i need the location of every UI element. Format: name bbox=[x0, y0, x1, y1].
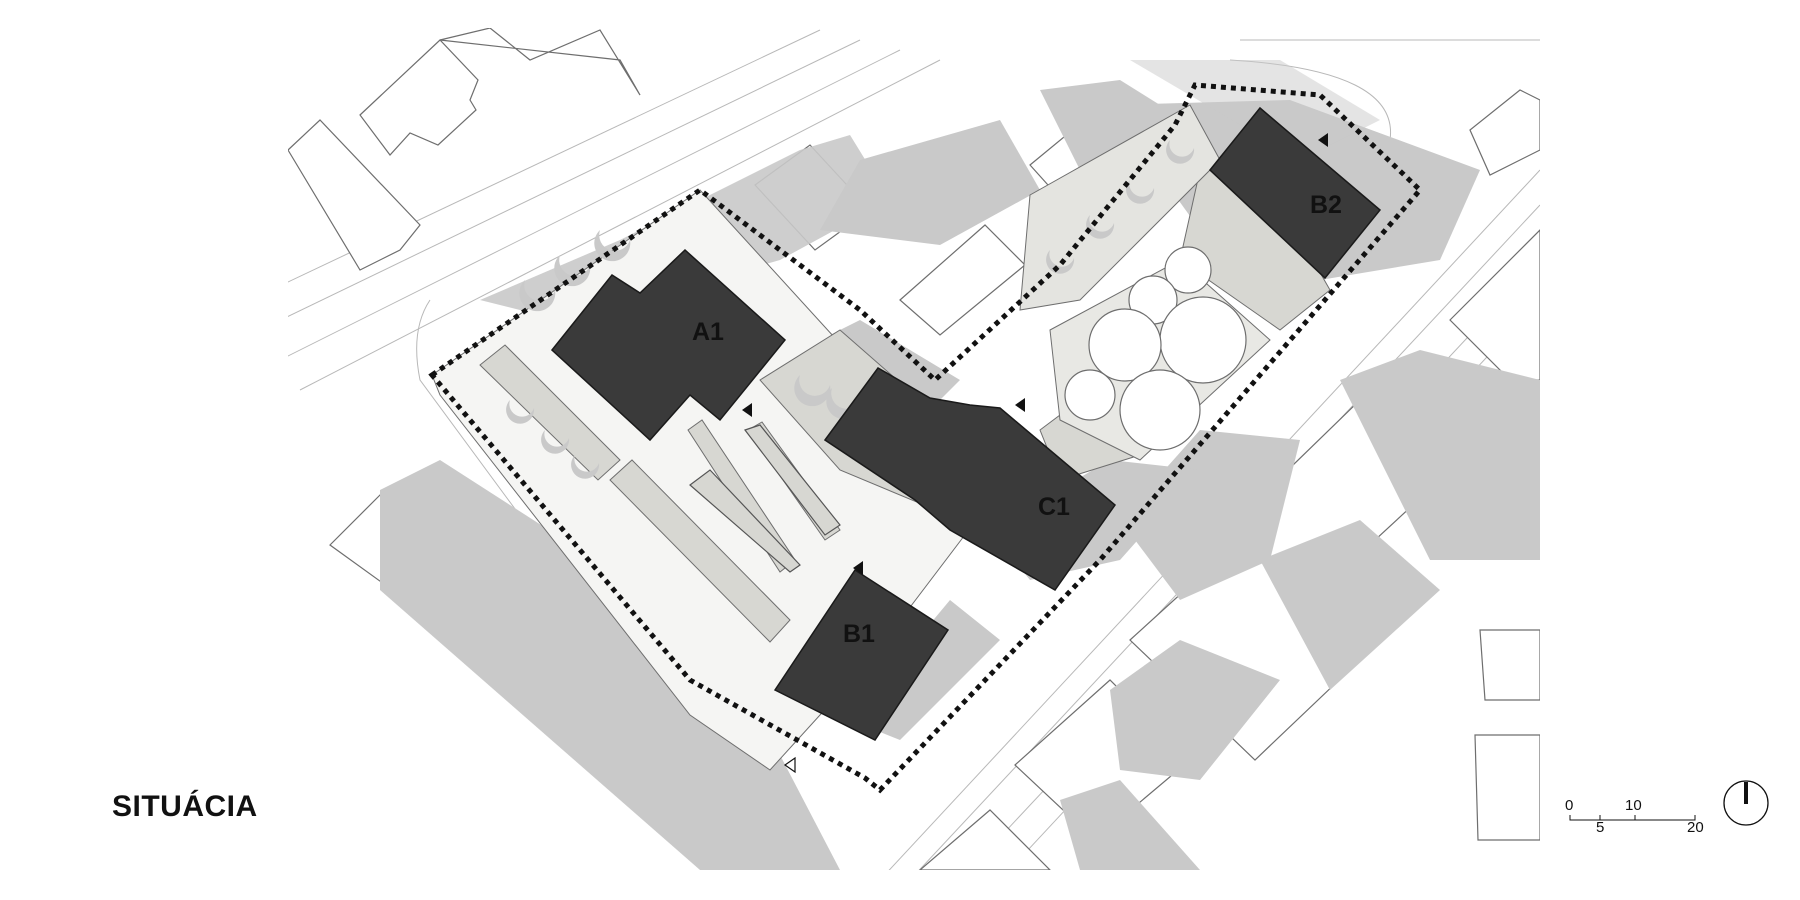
plaza-triangles bbox=[689, 424, 841, 573]
building-B1 bbox=[773, 568, 950, 741]
scale-tick-0: 0 bbox=[1565, 797, 1573, 814]
entrance-arrow-icon bbox=[742, 133, 1328, 774]
building-B2 bbox=[1208, 106, 1382, 280]
courtyard-circles bbox=[1064, 246, 1247, 451]
building-labels: A1 B1 B2 C1 bbox=[692, 191, 1342, 648]
building-C1 bbox=[823, 367, 1117, 591]
building-A1 bbox=[550, 248, 787, 442]
scale-tick-20: 20 bbox=[1687, 819, 1704, 836]
scale-tick-10: 10 bbox=[1625, 797, 1642, 814]
page-title: SITUÁCIA bbox=[112, 790, 258, 823]
label-B1: B1 bbox=[843, 620, 875, 648]
main-buildings bbox=[550, 106, 1382, 741]
site-boundary bbox=[428, 82, 1424, 794]
label-C1: C1 bbox=[1038, 493, 1070, 521]
trees bbox=[506, 140, 1195, 479]
label-B2: B2 bbox=[1310, 191, 1342, 219]
scale-bar: 0 5 10 20 bbox=[1565, 797, 1704, 836]
north-arrow-icon bbox=[1723, 780, 1769, 826]
scale-tick-5: 5 bbox=[1596, 819, 1604, 836]
label-A1: A1 bbox=[692, 318, 724, 346]
